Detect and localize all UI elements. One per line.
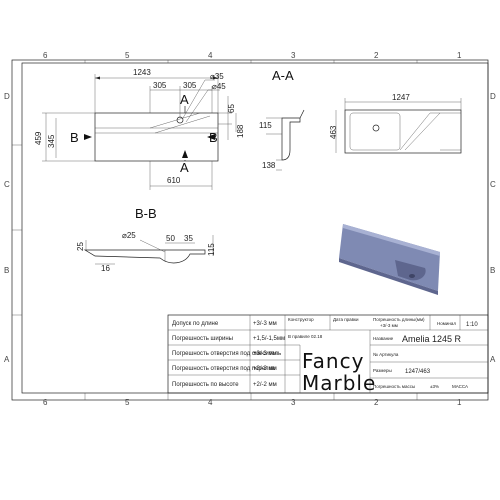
zone-col-1-bottom: 1: [457, 398, 462, 407]
zone-col-4-bottom: 4: [208, 398, 213, 407]
dim-35-bb: 35: [184, 234, 193, 243]
length-tol-label: Погрешность длины(мм): [373, 317, 425, 322]
tol-width-label: Погрешность ширины: [172, 336, 233, 342]
dim-305-right: 305: [183, 81, 197, 90]
zone-col-6-top: 6: [43, 51, 48, 60]
zone-row-c-left: C: [4, 180, 10, 189]
dim-305-left: 305: [153, 81, 167, 90]
product-name: Amelia 1245 R: [402, 334, 462, 344]
tol-length-value: +3/-3 мм: [253, 321, 277, 327]
top-view: 1243 305 305 ⌀35 ⌀45 65 188 459 345 610: [34, 68, 245, 190]
right-view-drain: [372, 124, 380, 132]
section-bb-title: B-B: [135, 206, 157, 221]
tol-height-value: +2/-2 мм: [253, 382, 277, 388]
tol-faucet-value: +3/-3 мм: [253, 351, 277, 357]
dim-16-bb: 16: [101, 264, 110, 273]
dim-188: 188: [236, 124, 245, 138]
zone-col-6-bottom: 6: [43, 398, 48, 407]
zone-col-5-bottom: 5: [125, 398, 130, 407]
dim-115-bb: 115: [207, 243, 216, 256]
dim-50-bb: 50: [166, 234, 175, 243]
dim-1243: 1243: [133, 68, 151, 77]
right-top-view: 1247 463: [329, 93, 462, 154]
brand-line-1: Fancy: [302, 349, 364, 373]
size-value: 1247/463: [405, 369, 431, 375]
zone-col-3-bottom: 3: [291, 398, 296, 407]
zone-ticks: [12, 60, 418, 400]
dim-138-aa: 138: [262, 161, 276, 170]
zone-row-d-left: D: [4, 92, 10, 101]
diam-35-label: ⌀35: [210, 72, 224, 81]
diam-25-bb: ⌀25: [122, 231, 136, 240]
zone-row-b-right: B: [490, 266, 495, 275]
size-label: Размеры: [373, 368, 392, 373]
section-b-left-marker: B: [70, 130, 79, 145]
name-label: Название: [373, 336, 394, 341]
nominal-label: Номинал: [437, 321, 456, 326]
dim-25-bb: 25: [76, 242, 85, 251]
zone-col-1-top: 1: [457, 51, 462, 60]
date-label: Дата правки: [333, 317, 359, 322]
tol-faucet-label: Погрешность отверстия под смеситель: [172, 351, 281, 357]
dim-65: 65: [227, 104, 236, 113]
dim-463: 463: [329, 125, 338, 139]
dim-115-aa: 115: [259, 121, 272, 130]
dim-345: 345: [47, 134, 56, 148]
designer-label: Конструктор: [288, 317, 314, 322]
length-tol-value: +3/-3 мм: [380, 323, 398, 328]
zone-col-2-bottom: 2: [374, 398, 379, 407]
mass-label: МАССА: [452, 384, 468, 389]
scale-value: 1:10: [466, 322, 478, 328]
revision-note: В правиле 02.18: [288, 334, 323, 339]
article-label: № Артикула: [373, 352, 399, 357]
section-a-top-marker: A: [180, 92, 189, 107]
tol-height-label: Погрешность по высоте: [172, 382, 239, 388]
zone-col-5-top: 5: [125, 51, 130, 60]
zone-row-a-right: A: [490, 355, 496, 364]
top-view-outline: [94, 112, 219, 162]
diam-45-label: ⌀45: [212, 82, 226, 91]
tol-length-label: Допуск по длине: [172, 321, 219, 327]
tol-width-value: +1,5/-1,5мм: [253, 336, 285, 342]
dim-1247: 1247: [392, 93, 410, 102]
zone-row-b-left: B: [4, 266, 9, 275]
section-aa-title: A-A: [272, 68, 294, 83]
mass-tol-value: ±3%: [430, 384, 439, 389]
section-a-bottom-marker: A: [180, 160, 189, 175]
tol-overflow-value: +3/-3 мм: [253, 366, 277, 372]
mass-tol-label: Погрешность массы: [373, 384, 415, 389]
section-aa-profile: [281, 117, 301, 161]
zone-row-a-left: A: [4, 355, 10, 364]
zone-col-4-top: 4: [208, 51, 213, 60]
zone-row-d-right: D: [490, 92, 496, 101]
basin-render: [339, 224, 440, 295]
section-bb-profile: [83, 249, 206, 264]
zone-col-3-top: 3: [291, 51, 296, 60]
right-view-outline: [344, 109, 462, 154]
zone-row-c-right: C: [490, 180, 496, 189]
brand-line-2: Marble: [302, 371, 376, 395]
title-block: Допуск по длине +3/-3 мм Погрешность шир…: [167, 314, 489, 395]
dim-459: 459: [34, 131, 43, 145]
section-bb: B-B ⌀25 50 35 25 115 16: [76, 206, 216, 273]
section-aa: A-A 115 138: [259, 68, 305, 171]
dim-610: 610: [167, 176, 181, 185]
zone-col-2-top: 2: [374, 51, 379, 60]
tol-overflow-label: Погрешность отверстия под перелив: [172, 366, 275, 372]
